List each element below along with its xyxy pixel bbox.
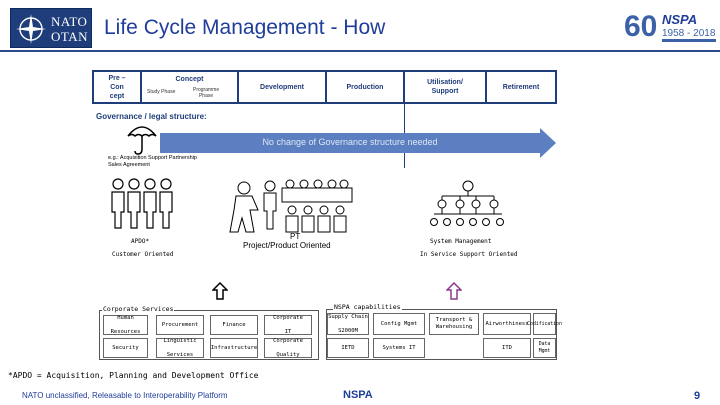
phase-programme: Programme Phase: [193, 87, 220, 99]
logo-line2: OTAN: [51, 29, 89, 44]
cell-corporate-quality: Corporate Quality: [264, 338, 312, 358]
phase-development: Development: [239, 72, 325, 102]
system-management-tree-icon: [430, 180, 504, 226]
nspa-capabilities-title: NSPA capabilities: [333, 303, 402, 311]
cell-supply-chain: Supply Chain S2000M: [327, 313, 369, 335]
phase-concept: Concept: [142, 72, 237, 102]
anniversary-years: 1958 - 2018: [662, 28, 716, 39]
phase-study: Study Phase: [147, 89, 176, 95]
anniversary-brand: NSPA: [662, 12, 697, 27]
pt-sub: Project/Product Oriented: [243, 241, 331, 250]
phase-pre-concept: Pre – Con cept: [94, 72, 140, 102]
compass-star-icon: [16, 14, 46, 44]
phase-utilisation: Utilisation/ Support: [405, 72, 485, 102]
cell-config-mgmt: Config Mgmt: [373, 313, 425, 335]
phase-concept-label: Concept: [175, 76, 204, 83]
cell-infrastructure: Infrastructure: [210, 338, 258, 358]
governance-arrow-head: [540, 128, 556, 158]
phase-divider-line: [404, 70, 405, 168]
cell-itd: ITD: [483, 338, 531, 358]
pt-people-icon: [229, 179, 353, 233]
header-divider: [0, 50, 720, 52]
umbrella-icon: [127, 126, 157, 155]
footnote: *APDO = Acquisition, Planning and Develo…: [8, 371, 259, 380]
cell-linguistic: Linguistic Services: [156, 338, 204, 358]
governance-title: Governance / legal structure:: [96, 112, 207, 121]
up-arrow-icon: [212, 282, 228, 300]
cell-transport: Transport & Warehousing: [429, 313, 479, 335]
governance-example: e.g.: Acquisition Support Partnership Sa…: [108, 155, 197, 168]
anniversary-logo: 60 NSPA 1958 - 2018: [624, 10, 716, 43]
phase-production: Production: [327, 72, 403, 102]
cell-corporate-it: Corporate IT: [264, 315, 312, 335]
cell-human-resources: Human Resources: [103, 315, 148, 335]
governance-arrow-text: No change of Governance structure needed: [262, 137, 438, 147]
anniversary-number: 60: [624, 10, 657, 43]
apdo-people-icon: [111, 178, 173, 229]
apdo-sub: Customer Oriented: [112, 251, 174, 258]
classification-text: NATO unclassified, Releasable to Interop…: [22, 391, 228, 400]
nspa-capabilities-box: [326, 309, 557, 360]
footer-brand: NSPA: [343, 389, 373, 401]
up-arrow-icon-nspa: [446, 282, 462, 300]
cell-airworthiness: Airworthiness: [483, 313, 531, 335]
cell-systems-it: Systems IT: [373, 338, 425, 358]
cell-procurement: Procurement: [156, 315, 204, 335]
nato-logo: NATO OTAN: [10, 8, 92, 48]
apdo-label: APDO*: [131, 238, 150, 245]
corporate-services-box: [99, 310, 319, 360]
sm-label: System Management: [430, 238, 492, 245]
cell-data-mgmt: Data Mgmt: [533, 338, 556, 358]
phase-retirement: Retirement: [487, 72, 555, 102]
cell-codification: Codification: [527, 313, 562, 335]
corporate-services-title: Corporate Services: [102, 305, 175, 313]
page-title: Life Cycle Management - How: [104, 16, 386, 39]
pt-label: PT: [290, 232, 301, 241]
logo-line1: NATO: [51, 14, 88, 29]
cell-finance: Finance: [210, 315, 258, 335]
sm-sub: In Service Support Oriented: [420, 251, 518, 258]
page-number: 9: [694, 390, 701, 402]
cell-ietd: IETD: [327, 338, 369, 358]
cell-security: Security: [103, 338, 148, 358]
governance-arrow: [160, 133, 540, 153]
